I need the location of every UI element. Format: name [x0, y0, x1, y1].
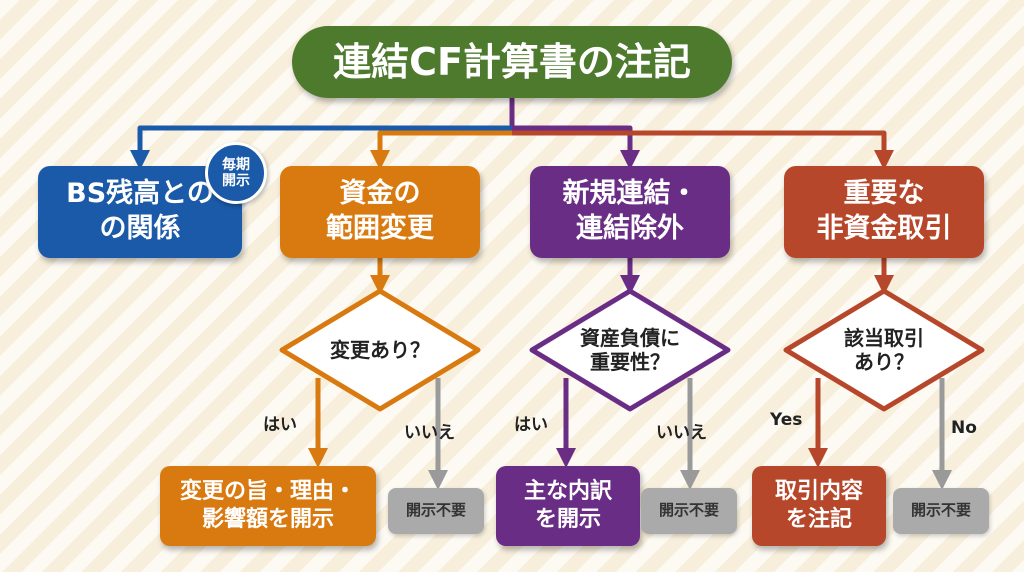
- yes-label-1: はい: [263, 415, 297, 435]
- category-new-consolidation: 新規連結・ 連結除外: [530, 166, 730, 258]
- branch-line-2: [370, 130, 512, 170]
- branch-line-3: [512, 125, 640, 170]
- branch-line-1: [130, 125, 512, 170]
- yes-label-3: Yes: [770, 410, 803, 430]
- yes-label-2: はい: [514, 415, 548, 435]
- no-label-3: No: [951, 418, 977, 438]
- category-non-cash-transaction: 重要な 非資金取引: [784, 166, 984, 258]
- every-period-badge: 毎期 開示: [205, 142, 267, 204]
- no-disclosure-box-1: 開示不要: [388, 488, 484, 534]
- result-box-1: 変更の旨・理由・ 影響額を開示: [160, 466, 376, 546]
- decision-question-3: 該当取引 あり？: [844, 326, 924, 374]
- no-disclosure-box-3: 開示不要: [893, 488, 989, 534]
- branch-line-4: [512, 130, 894, 170]
- decision-diamond-1: [279, 288, 481, 412]
- result-box-3: 取引内容 を注記: [752, 466, 886, 546]
- decision-question-2: 資産負債に 重要性？: [580, 326, 680, 374]
- category-fund-scope-change: 資金の 範囲変更: [280, 166, 480, 258]
- decision-diamond-2: [529, 288, 731, 412]
- no-label-2: いいえ: [656, 423, 707, 443]
- no-disclosure-box-2: 開示不要: [641, 488, 737, 534]
- decision-diamond-3: [783, 288, 985, 412]
- no-label-1: いいえ: [404, 423, 455, 443]
- decision-question-1: 変更あり？: [330, 338, 430, 362]
- page-title: 連結CF計算書の注記: [292, 26, 732, 98]
- result-box-2: 主な内訳 を開示: [496, 466, 640, 546]
